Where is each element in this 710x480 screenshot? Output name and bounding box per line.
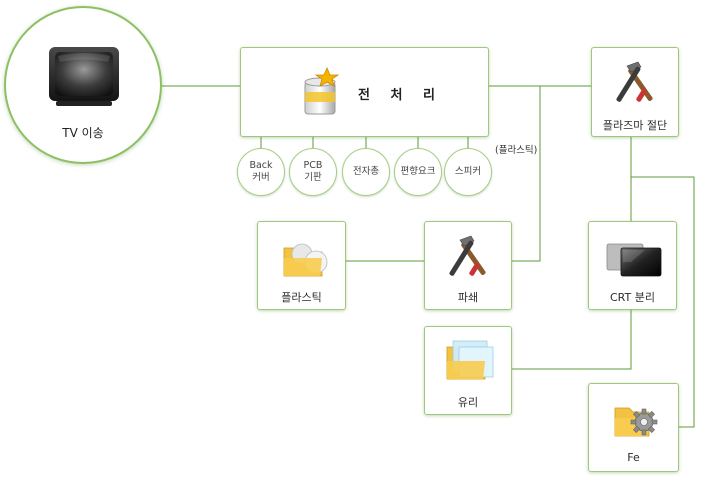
- plastic-side-note: (플라스틱): [495, 145, 538, 156]
- paint-bucket-star-icon: [304, 66, 340, 115]
- plastic-label: 플라스틱: [281, 291, 322, 304]
- part-pcb: PCB 기판: [289, 148, 337, 196]
- plastic-node: 플라스틱: [257, 221, 346, 310]
- part-pcb-label: PCB 기판: [303, 160, 323, 183]
- part-back-cover: Back 커버: [237, 148, 285, 196]
- gear-folder-icon: [614, 407, 658, 437]
- part-back-cover-label: Back 커버: [249, 160, 273, 183]
- hammer-wrench-icon: [616, 61, 653, 102]
- preprocessing-node: 전 처 리: [240, 47, 489, 137]
- connector-plasma-fe: [631, 176, 695, 428]
- crt-separation-label: CRT 분리: [610, 291, 655, 304]
- plasma-cutting-label: 플라즈마 절단: [602, 119, 668, 132]
- folder-icon: [283, 243, 328, 277]
- fe-node: Fe: [588, 383, 679, 472]
- connector-crt-glass: [512, 310, 632, 370]
- preprocessing-label: 전 처 리: [358, 88, 443, 103]
- crushing-node: 파쇄: [424, 221, 512, 310]
- folder-icon: [446, 340, 494, 380]
- crt-panel-icon: [606, 243, 662, 277]
- plasma-cutting-node: 플라즈마 절단: [591, 47, 679, 137]
- crushing-label: 파쇄: [457, 291, 479, 304]
- part-electron-gun-label: 전자총: [352, 166, 380, 177]
- part-electron-gun: 전자총: [342, 148, 390, 196]
- tv-transport-label: TV 이송: [62, 126, 104, 140]
- glass-label: 유리: [457, 396, 479, 409]
- part-deflection-yoke: 편향요크: [394, 148, 442, 196]
- fe-label: Fe: [627, 451, 640, 464]
- hammer-wrench-icon: [449, 235, 486, 276]
- part-speaker-label: 스피커: [454, 166, 482, 177]
- crt-separation-node: CRT 분리: [588, 221, 677, 310]
- tv-transport-node: TV 이송: [4, 6, 162, 164]
- connector-preprocessing-crushing: [512, 86, 541, 262]
- part-deflection-yoke-label: 편향요크: [400, 166, 436, 177]
- crt-television-icon: [49, 47, 119, 106]
- glass-node: 유리: [424, 326, 512, 415]
- part-speaker: 스피커: [444, 148, 492, 196]
